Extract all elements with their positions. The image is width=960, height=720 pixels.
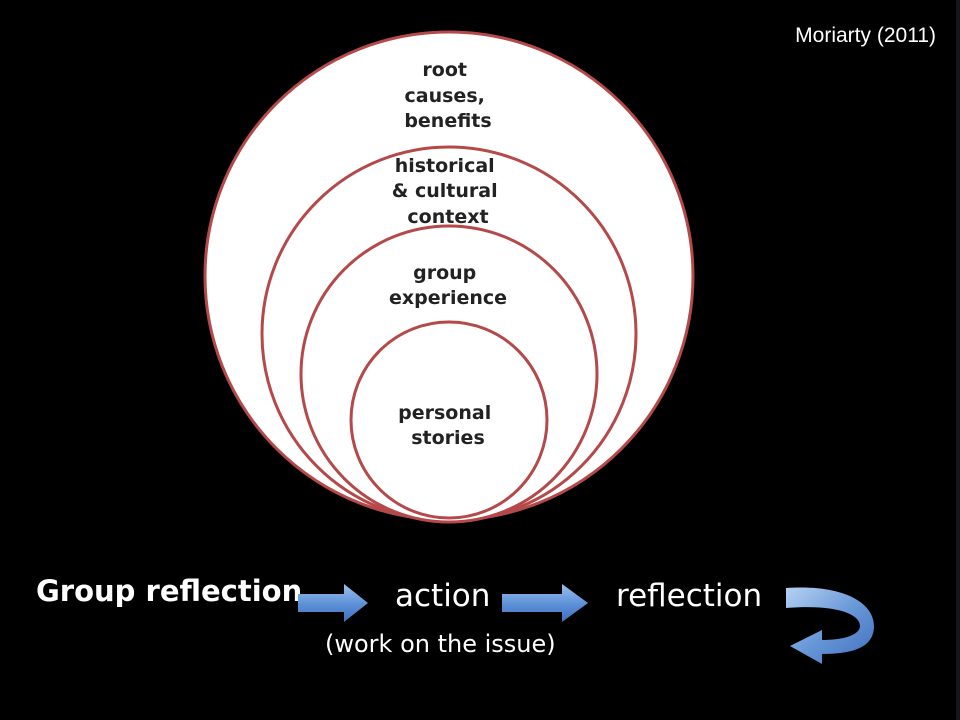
ring-label-root: root causes, benefits	[404, 59, 491, 132]
flow-reflection-label: reflection	[616, 578, 763, 614]
loop-back-arrow-icon	[786, 587, 874, 664]
flow-start-label: Group reflection	[36, 574, 303, 608]
ring-label-historical: historical & cultural context	[392, 155, 504, 228]
flow-action-label: action	[395, 578, 491, 614]
edge-strip	[956, 0, 960, 720]
flow-action-note: (work on the issue)	[325, 630, 556, 658]
ring-personal	[349, 320, 549, 520]
arrow-right-icon	[502, 584, 588, 622]
ring-label-personal: personal stories	[398, 402, 498, 449]
citation: Moriarty (2011)	[795, 24, 936, 47]
arrow-right-icon	[298, 584, 368, 622]
ring-label-group: group experience	[389, 262, 507, 309]
